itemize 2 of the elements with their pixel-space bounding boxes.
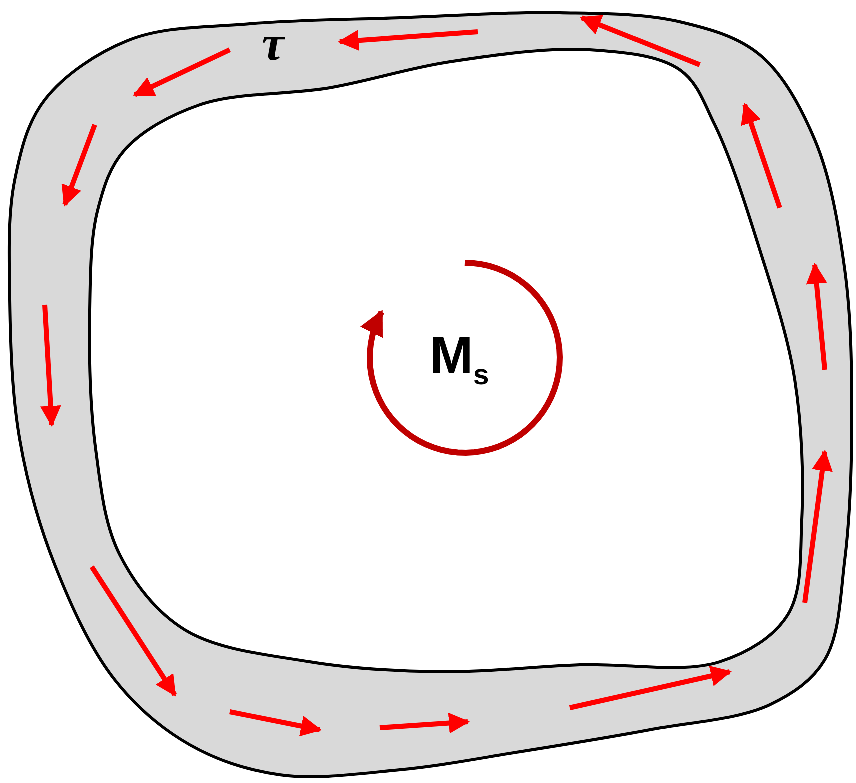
moment-label: M$_{s}$ [430,330,490,390]
shear-stress-symbol: τ [262,18,284,68]
